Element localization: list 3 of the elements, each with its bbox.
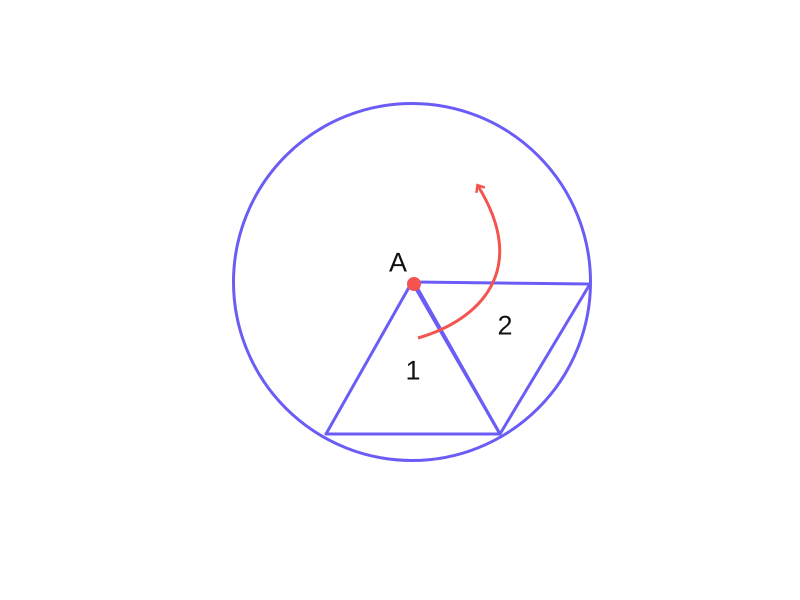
region-number: 1 xyxy=(405,358,421,384)
point-label: A xyxy=(389,250,407,276)
region-number: 2 xyxy=(497,312,513,340)
